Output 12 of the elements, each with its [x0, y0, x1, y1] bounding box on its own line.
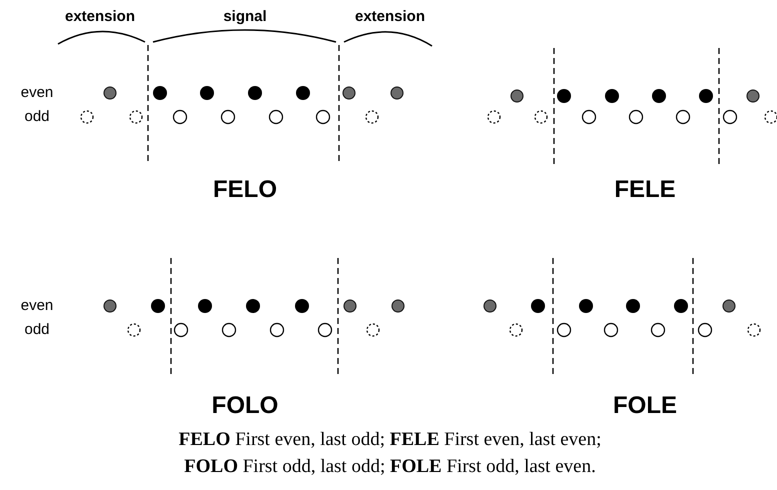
pattern-title: FOLO	[212, 391, 278, 421]
row-label: even	[20, 296, 54, 316]
region-label: signal	[223, 6, 267, 27]
region-label: extension	[64, 6, 136, 27]
pattern-title: FOLE	[613, 391, 677, 421]
row-label: even	[20, 82, 54, 103]
caption: FELO First even, last odd; FELE First even, last even; FOLO First odd, last odd; FOLE First odd, last even.	[178, 428, 602, 479]
pattern-title: FELO	[213, 175, 277, 205]
row-label: odd	[24, 320, 50, 340]
pattern-title: FELE	[614, 175, 676, 205]
region-label: extension	[354, 6, 426, 27]
row-label: odd	[24, 106, 50, 127]
